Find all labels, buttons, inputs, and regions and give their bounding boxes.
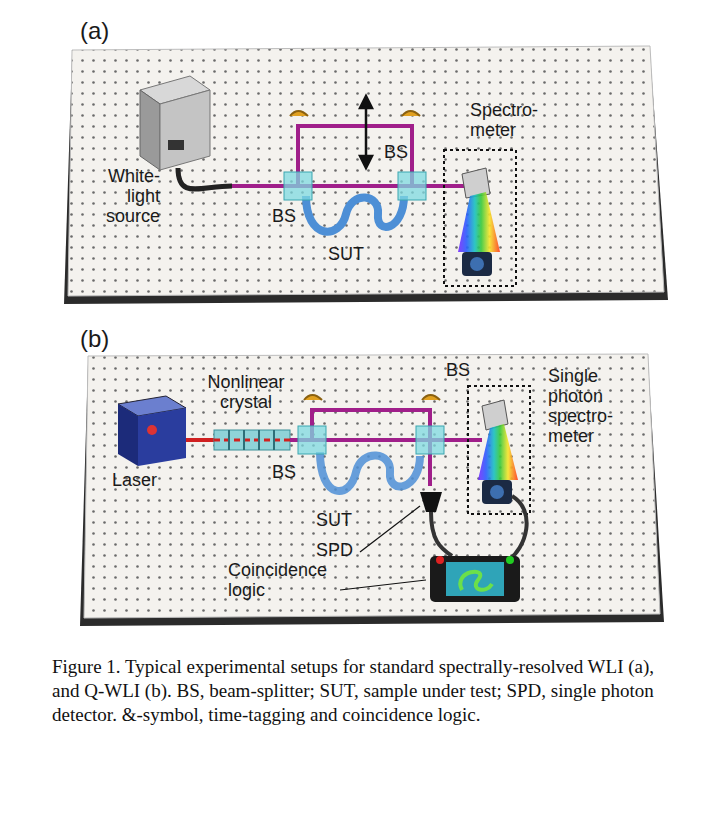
figure-caption: Figure 1. Typical experimental setups fo… <box>52 655 662 727</box>
drawing-path <box>402 111 420 116</box>
drawing-rect <box>430 556 520 602</box>
drawing-circle <box>436 556 444 564</box>
drawing-polygon <box>458 192 500 252</box>
drawing-polygon <box>360 96 372 108</box>
drawing-circle <box>490 485 504 499</box>
crystal-label: Nonlinear crystal <box>196 372 296 412</box>
drawing-g <box>430 556 520 602</box>
drawing-polygon <box>140 90 160 170</box>
drawing-path <box>431 512 452 556</box>
drawing-rect <box>468 386 530 514</box>
panel-letter: (a) <box>80 18 140 45</box>
drawing-circle <box>147 425 157 435</box>
drawing-line <box>214 439 290 442</box>
drawing-path <box>422 395 440 400</box>
drawing-rect <box>168 140 184 150</box>
drawing-polygon <box>478 424 518 480</box>
drawing-line <box>340 580 426 590</box>
source-label: White-light source <box>86 166 160 226</box>
sample-label: SUT <box>316 510 376 530</box>
coincidence-label: Coincidence logic <box>228 560 338 600</box>
drawing-line <box>228 430 230 450</box>
drawing-rect <box>416 426 444 454</box>
drawing-path <box>290 111 308 116</box>
drawing-path <box>306 196 404 232</box>
drawing-path <box>320 452 420 491</box>
drawing-circle <box>506 556 514 564</box>
drawing-rect <box>462 252 492 276</box>
drawing-line <box>186 438 214 442</box>
drawing-g <box>360 96 372 168</box>
drawing-polygon <box>118 404 138 466</box>
drawing-circle <box>470 257 484 271</box>
drawing-rect <box>444 150 516 286</box>
drawing-g <box>118 396 186 466</box>
detector-label: SPD <box>316 540 376 560</box>
drawing-path <box>460 572 492 590</box>
drawing-line <box>365 104 368 160</box>
drawing-path <box>420 492 442 512</box>
panel-letter: (b) <box>80 326 140 353</box>
drawing-path <box>178 168 232 189</box>
drawing-path <box>304 395 322 400</box>
drawing-polygon <box>160 90 210 170</box>
drawing-line <box>243 430 245 450</box>
drawing-line <box>232 184 468 188</box>
drawing-polygon <box>360 156 372 168</box>
drawing-rect <box>398 172 426 200</box>
drawing-g <box>229 430 274 450</box>
drawing-g <box>232 126 468 186</box>
drawing-g <box>214 430 290 450</box>
drawing-rect <box>482 480 512 504</box>
drawing-polygon <box>84 354 660 618</box>
drawing-polygon <box>138 408 186 466</box>
drawing-polyline <box>312 410 430 440</box>
drawing-rect <box>446 562 504 596</box>
sample-label: SUT <box>328 244 388 264</box>
drawing-line <box>273 430 275 450</box>
laser-label: Laser <box>112 470 192 490</box>
drawing-rect <box>214 430 290 450</box>
drawing-line <box>258 430 260 450</box>
drawing-rect <box>298 426 326 454</box>
beam-splitter-label: BS <box>384 142 424 162</box>
drawing-path <box>506 496 527 562</box>
beam-splitter-label: BS <box>272 462 312 482</box>
spectrometer-label: Spectro-meter <box>470 100 550 140</box>
drawing-line <box>360 506 420 552</box>
spectrometer-label: Single photon spectro-meter <box>548 366 626 447</box>
drawing-rect <box>284 172 312 200</box>
beam-splitter-label: BS <box>446 360 486 380</box>
beam-splitter-label: BS <box>272 206 312 226</box>
drawing-polygon <box>68 46 664 296</box>
